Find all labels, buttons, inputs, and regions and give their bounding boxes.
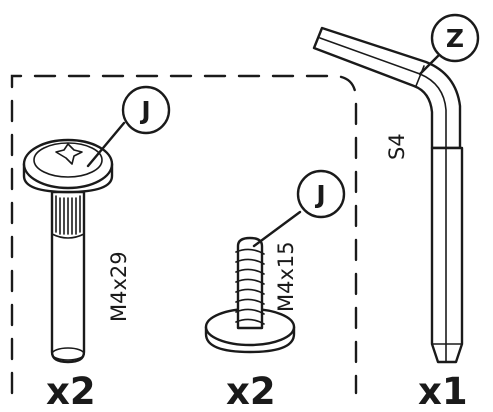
callout-leader-screw bbox=[252, 210, 302, 248]
size-label-screw-short: M4x15 bbox=[274, 241, 298, 312]
size-label-bolt-long: M4x29 bbox=[107, 251, 131, 322]
screw-icon bbox=[204, 236, 296, 354]
size-label-hex-key: S4 bbox=[385, 133, 409, 160]
callout-circle-hex-key bbox=[430, 13, 480, 63]
callout-letter-hex-key: Z bbox=[446, 24, 464, 53]
callout-leader-bolt bbox=[86, 121, 126, 168]
quantity-hex-key: x1 bbox=[418, 370, 468, 412]
bolt-icon bbox=[22, 138, 114, 364]
callout-circle-screw bbox=[296, 169, 346, 219]
callout-letter-bolt: J bbox=[139, 96, 150, 125]
allen-key-icon bbox=[312, 26, 464, 364]
callout-letter-screw: J bbox=[314, 180, 325, 209]
quantity-bolt-long: x2 bbox=[46, 370, 96, 412]
callout-leader-hex-key bbox=[418, 54, 440, 76]
quantity-screw-short: x2 bbox=[226, 370, 276, 412]
dashed-group-frame bbox=[10, 74, 358, 395]
callout-circle-bolt bbox=[121, 85, 171, 135]
